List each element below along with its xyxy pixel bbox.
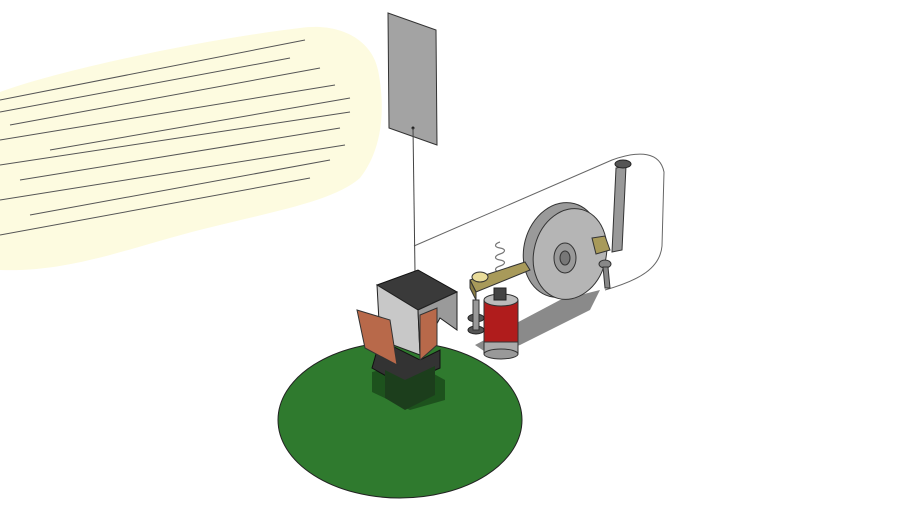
gear-wheel [522, 202, 611, 300]
key-part [598, 259, 612, 289]
copper-plate [356, 309, 398, 366]
suspension-thread [412, 127, 416, 273]
copper-plate [419, 307, 438, 362]
light-beam [0, 26, 382, 271]
motor-cylinder [467, 287, 519, 360]
reflective-card [387, 12, 438, 146]
coil-spring [494, 241, 506, 273]
frame-outline [413, 153, 665, 291]
support-post [611, 159, 632, 253]
brass-arm [469, 261, 531, 301]
